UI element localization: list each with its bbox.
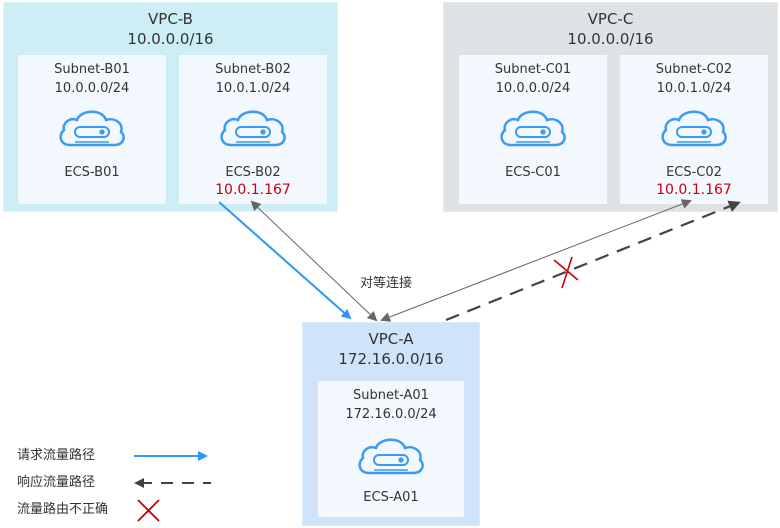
subnet-b01-cidr: 10.0.0.0/24 [54, 81, 130, 96]
error-cross-icon [553, 256, 579, 289]
ecs-cloud-icon [220, 110, 286, 147]
subnet-c01-name: Subnet-C01 [494, 62, 572, 77]
subnet-b01: Subnet-B01 10.0.0.0/24 ECS-B01 [18, 55, 166, 204]
subnet-c01-cidr: 10.0.0.0/24 [495, 81, 571, 96]
peering-line-b-a [250, 200, 378, 322]
legend-response-label: 响应流量路径 [17, 475, 96, 490]
subnet-c02-cidr: 10.0.1.0/24 [656, 81, 732, 96]
ecs-c01-label: ECS-C01 [505, 165, 561, 180]
response-path-arrow [445, 200, 741, 322]
ecs-c02-label: ECS-C02 [666, 165, 722, 180]
ecs-b01-label: ECS-B01 [64, 165, 120, 180]
ecs-cloud-icon [661, 110, 727, 147]
vpc-b-cidr: 10.0.0.0/16 [127, 30, 214, 48]
peering-connection-label: 对等连接 [360, 276, 413, 291]
subnet-a01-name: Subnet-A01 [353, 388, 429, 403]
subnet-c02: Subnet-C02 10.0.1.0/24 ECS-C02 10.0.1.16… [620, 55, 768, 204]
subnet-b01-name: Subnet-B01 [54, 62, 130, 77]
vpc-c-name: VPC-C [587, 10, 634, 28]
subnet-a01-cidr: 172.16.0.0/24 [345, 407, 437, 422]
subnet-a01: Subnet-A01 172.16.0.0/24 ECS-A01 [318, 381, 464, 517]
request-path-arrow [218, 201, 352, 320]
vpc-a-cidr: 172.16.0.0/16 [338, 350, 444, 368]
vpc-c: VPC-C 10.0.0.0/16 Subnet-C01 10.0.0.0/24… [443, 2, 778, 212]
subnet-b02-cidr: 10.0.1.0/24 [215, 81, 291, 96]
subnet-c02-name: Subnet-C02 [655, 62, 733, 77]
subnet-c01: Subnet-C01 10.0.0.0/24 ECS-C01 [459, 55, 607, 204]
subnet-b02: Subnet-B02 10.0.1.0/24 ECS-B02 10.0.1.16… [179, 55, 327, 204]
vpc-b-name: VPC-B [148, 10, 193, 28]
vpc-a-name: VPC-A [368, 330, 414, 348]
ecs-b02-ip: 10.0.1.167 [215, 182, 291, 198]
subnet-b02-name: Subnet-B02 [215, 62, 291, 77]
legend-incorrect-label: 流量路由不正确 [17, 502, 109, 517]
ecs-a01-label: ECS-A01 [363, 490, 419, 505]
vpc-b: VPC-B 10.0.0.0/16 Subnet-B01 10.0.0.0/24… [3, 2, 338, 212]
ecs-b02-label: ECS-B02 [225, 165, 281, 180]
ecs-cloud-icon [500, 110, 566, 147]
vpc-a: VPC-A 172.16.0.0/16 Subnet-A01 172.16.0.… [302, 322, 480, 526]
peering-line-a-c [380, 199, 692, 322]
ecs-c02-ip: 10.0.1.167 [656, 182, 732, 198]
legend-error-cross-icon [137, 499, 160, 522]
vpc-c-cidr: 10.0.0.0/16 [567, 30, 654, 48]
ecs-cloud-icon [358, 438, 424, 475]
legend-request-label: 请求流量路径 [17, 448, 96, 463]
ecs-cloud-icon [59, 110, 125, 147]
